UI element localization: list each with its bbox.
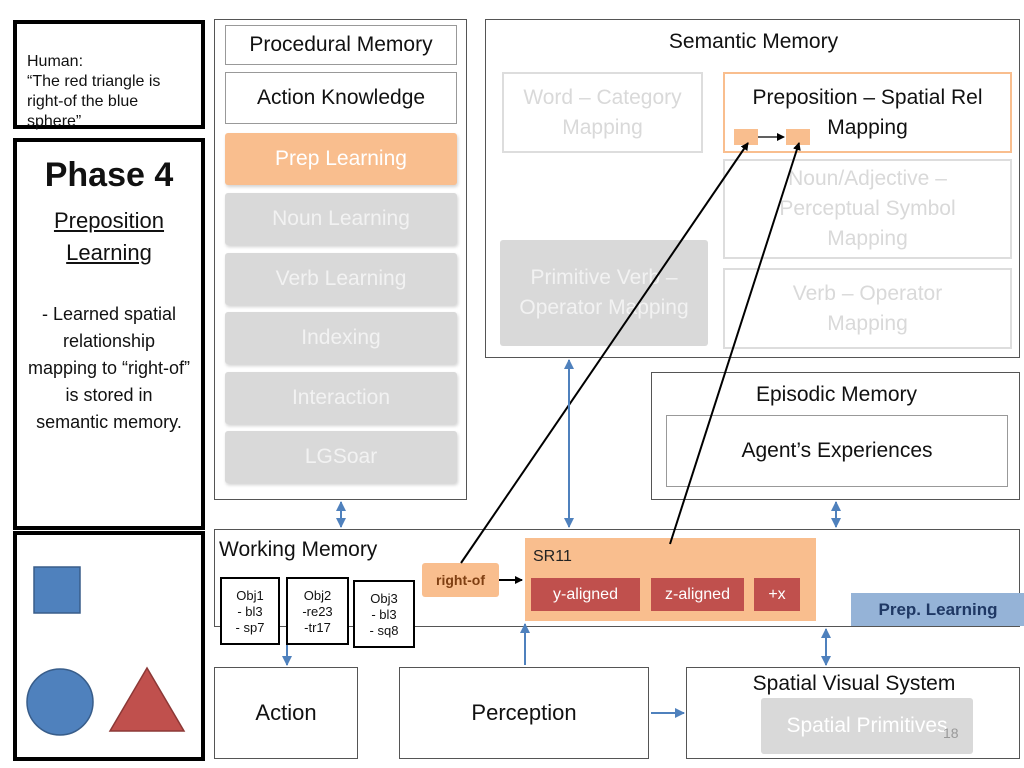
spatial-visual-system-title: Spatial Visual System xyxy=(752,672,956,695)
prep-learning-badge-label: Prep. Learning xyxy=(878,599,998,619)
procedural-memory-panel: Procedural Memory Action Knowledge Prep … xyxy=(214,19,467,500)
object-obj2: Obj2 -re23 -tr17 xyxy=(286,577,349,645)
action-knowledge: Action Knowledge xyxy=(225,72,457,124)
verb-learning-item[interactable]: Verb Learning xyxy=(225,253,457,305)
sr-tag-y-aligned: y-aligned xyxy=(531,578,640,611)
phase-box: Phase 4 Preposition Learning - Learned s… xyxy=(13,138,205,530)
noun-adjective-mapping: Noun/Adjective – Perceptual Symbol Mappi… xyxy=(723,159,1012,259)
right-of-label: right-of xyxy=(422,563,499,597)
perception-module: Perception xyxy=(399,667,649,759)
sr11-box: SR11 y-aligned z-aligned +x xyxy=(525,538,816,621)
action-module: Action xyxy=(214,667,358,759)
sr11-label: SR11 xyxy=(533,548,572,565)
semantic-memory-panel: Semantic Memory Word – Category Mapping … xyxy=(485,19,1020,358)
spatial-visual-system: Spatial Visual System Spatial Primitives xyxy=(686,667,1020,759)
sr-tag-plus-x: +x xyxy=(754,578,800,611)
noun-learning-item[interactable]: Noun Learning xyxy=(225,193,457,245)
red-triangle xyxy=(108,666,186,732)
primitive-verb-mapping: Primitive Verb – Operator Mapping xyxy=(500,240,708,346)
object-obj1: Obj1 - bl3 - sp7 xyxy=(220,577,280,645)
human-utterance-box: Human: “The red triangle is right-of the… xyxy=(13,20,205,130)
prep-learning-badge: Prep. Learning xyxy=(851,593,1024,626)
mapping-slot-right xyxy=(786,129,810,145)
phase-subtitle: Preposition Learning xyxy=(53,208,165,265)
interaction-item[interactable]: Interaction xyxy=(225,372,457,424)
procedural-memory-title: Procedural Memory xyxy=(225,25,457,65)
semantic-memory-title: Semantic Memory xyxy=(668,30,839,53)
agents-experiences: Agent’s Experiences xyxy=(666,415,1008,487)
slide-number: 18 xyxy=(943,725,959,741)
lgsoar-item[interactable]: LGSoar xyxy=(225,431,457,483)
spatial-primitives: Spatial Primitives xyxy=(761,698,973,754)
mapping-slot-left xyxy=(734,129,758,145)
indexing-item[interactable]: Indexing xyxy=(225,312,457,364)
scene-box xyxy=(13,531,205,761)
sr-tag-z-aligned: z-aligned xyxy=(651,578,744,611)
prep-learning-item[interactable]: Prep Learning xyxy=(225,133,457,185)
phase-body: - Learned spatial relationship mapping t… xyxy=(27,304,191,432)
arrow-right-of-to-mapping xyxy=(460,142,749,564)
verb-operator-mapping: Verb – Operator Mapping xyxy=(723,268,1012,349)
blue-square xyxy=(33,566,81,614)
human-utterance-text: Human: “The red triangle is right-of the… xyxy=(27,53,161,130)
phase-title: Phase 4 xyxy=(44,156,174,194)
blue-sphere xyxy=(26,668,94,736)
episodic-memory-title: Episodic Memory xyxy=(755,383,918,406)
preposition-spatial-rel-mapping: Preposition – Spatial Rel Mapping xyxy=(723,72,1012,153)
object-obj3: Obj3 - bl3 - sq8 xyxy=(353,580,415,648)
word-category-mapping: Word – Category Mapping xyxy=(502,72,703,153)
episodic-memory-panel: Episodic Memory Agent’s Experiences xyxy=(651,372,1020,500)
scene-shapes xyxy=(26,566,186,736)
arrow-sr11-to-mapping xyxy=(669,142,801,545)
working-memory-title: Working Memory xyxy=(219,538,378,561)
preposition-mapping-label: Preposition – Spatial Rel Mapping xyxy=(752,85,983,139)
